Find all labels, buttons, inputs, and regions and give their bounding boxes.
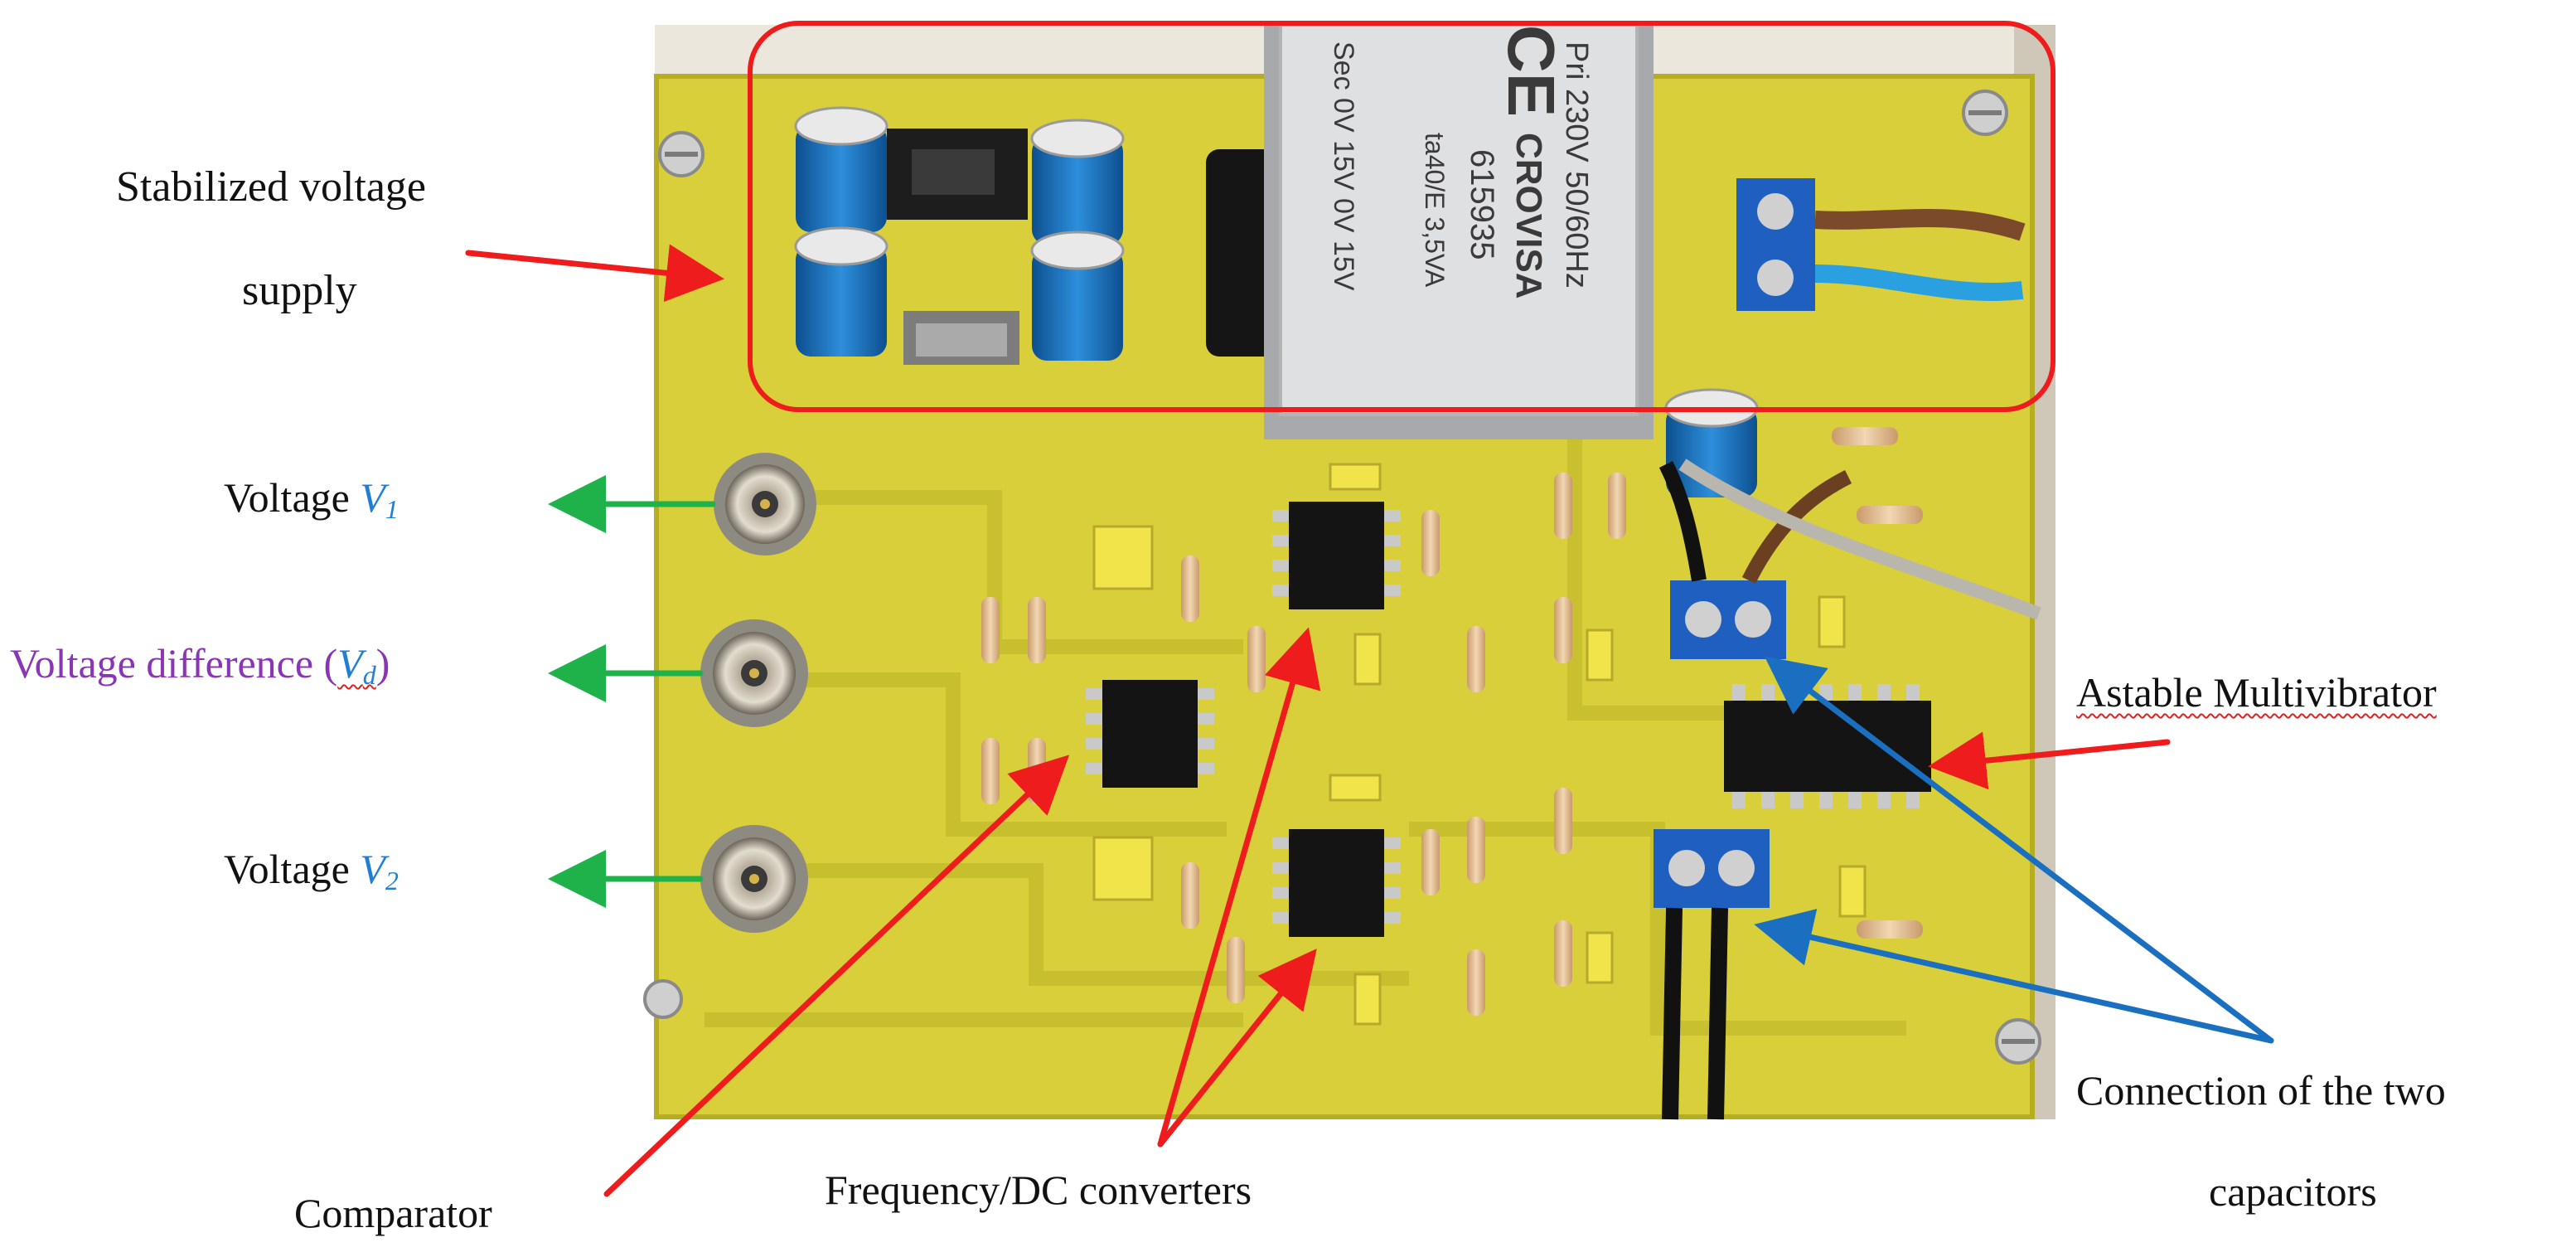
ce-mark: CE: [1494, 25, 1568, 117]
label-voltage-v1: Voltage V1: [224, 477, 399, 522]
label-voltage-v1-word: Voltage: [224, 474, 350, 521]
transformer-text-5: Sec 0V 15V 0V 15V: [1328, 41, 1359, 291]
label-voltage-diff-close: ): [375, 640, 390, 687]
transformer-text-2: CROVISA: [1508, 133, 1549, 298]
arrow-connection-1: [1764, 656, 2274, 1044]
arrow-comparator: [603, 755, 1070, 1197]
v1-subscript: 1: [385, 494, 399, 524]
label-stabilized-supply: Stabilized voltage: [116, 166, 426, 209]
arrow-freq-dc-1: [1157, 627, 1321, 1148]
v2-subscript: 2: [385, 866, 399, 895]
ic-chip-icon: [1086, 502, 1931, 937]
filter-block: [1206, 149, 1276, 357]
transformer-icon: Pri 230V 50/60Hz CROVISA 615935 ta40/E 3…: [1264, 23, 1654, 439]
annotation-arrows: [465, 244, 2274, 1197]
arrow-astable: [1928, 731, 2171, 790]
label-voltage-v2-word: Voltage: [224, 846, 350, 892]
label-voltage-diff-open: (: [323, 640, 338, 687]
label-stabilized-supply-2: supply: [242, 269, 357, 313]
label-voltage-diff-symbol: Vd: [337, 640, 376, 690]
label-astable-multivibrator: Astable Multivibrator: [2076, 672, 2437, 713]
terminal-block-icon: [1736, 178, 2026, 311]
arrow-freq-dc-2: [1157, 949, 1317, 1148]
label-voltage-v2: Voltage V2: [224, 848, 399, 894]
label-freq-dc-text: Frequency/DC converters: [825, 1167, 1252, 1213]
label-connection: Connection of the two: [2076, 1070, 2446, 1111]
label-voltage-diff-word: Voltage difference: [10, 640, 314, 687]
label-connection-line1: Connection of the two: [2076, 1067, 2446, 1114]
capacitor-icon: [794, 106, 1759, 497]
power-supply-section: Pri 230V 50/60Hz CROVISA 615935 ta40/E 3…: [794, 23, 2026, 497]
label-voltage-v2-symbol: V2: [360, 846, 399, 895]
label-voltage-difference: Voltage difference (Vd): [10, 643, 390, 688]
bnc-connector-icon: [700, 453, 816, 933]
vd-subscript: d: [362, 660, 376, 690]
vd-symbol: V: [337, 640, 363, 687]
transformer-text-4: ta40/E 3,5VA: [1420, 133, 1450, 288]
label-comparator: Comparator: [294, 1192, 492, 1234]
label-freq-dc-converters: Frequency/DC converters: [825, 1169, 1252, 1211]
film-capacitor-icon: [1092, 463, 1867, 1026]
arrow-stabilized-supply: [465, 244, 724, 303]
label-connection-line2: capacitors: [2209, 1168, 2377, 1215]
terminal-block-icon: [1654, 459, 2041, 1120]
label-connection-2: capacitors: [2209, 1171, 2377, 1212]
label-comparator-text: Comparator: [294, 1190, 492, 1236]
screw-icon: [643, 90, 2041, 1065]
v2-symbol: V: [360, 846, 385, 892]
regulator-icon: [887, 129, 1028, 365]
label-voltage-v1-symbol: V1: [360, 474, 399, 524]
label-stabilized-line1: Stabilized voltage: [116, 163, 427, 211]
arrow-connection-2: [1754, 909, 2274, 1044]
v1-symbol: V: [360, 474, 385, 521]
label-astable-text: Astable Multivibrator: [2076, 669, 2437, 716]
transformer-text-3: 615935: [1464, 149, 1500, 260]
label-stabilized-line2: supply: [242, 267, 357, 314]
transformer-text-1: Pri 230V 50/60Hz: [1559, 41, 1594, 289]
power-supply-highlight-box: [748, 21, 2055, 412]
